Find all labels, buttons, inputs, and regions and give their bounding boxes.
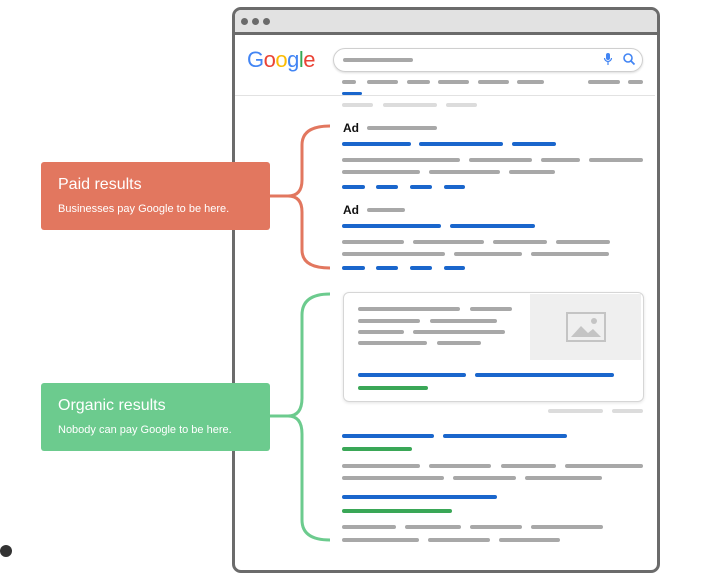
text-placeholder <box>493 240 547 244</box>
text-placeholder <box>438 80 469 84</box>
text-placeholder <box>612 409 643 413</box>
text-placeholder <box>367 126 437 130</box>
text-placeholder <box>342 170 420 174</box>
text-placeholder <box>478 80 509 84</box>
text-placeholder <box>358 341 427 345</box>
text-placeholder <box>430 319 497 323</box>
url-placeholder <box>358 386 428 390</box>
text-placeholder <box>367 208 405 212</box>
link-placeholder <box>342 224 441 228</box>
link-placeholder <box>443 434 567 438</box>
link-placeholder <box>342 185 365 189</box>
organic-bracket <box>270 292 331 542</box>
text-placeholder <box>342 538 419 542</box>
window-dot <box>252 18 259 25</box>
text-placeholder <box>383 103 437 107</box>
url-placeholder <box>342 447 412 451</box>
text-placeholder <box>429 464 491 468</box>
link-placeholder <box>342 92 362 95</box>
text-placeholder <box>509 170 555 174</box>
organic-results-callout: Organic results Nobody can pay Google to… <box>41 383 270 451</box>
search-input[interactable] <box>333 48 643 72</box>
text-placeholder <box>342 240 404 244</box>
text-placeholder <box>437 341 481 345</box>
text-placeholder <box>470 307 512 311</box>
text-placeholder <box>470 525 522 529</box>
text-placeholder <box>342 103 373 107</box>
link-placeholder <box>342 434 434 438</box>
callout-subtitle: Businesses pay Google to be here. <box>58 203 230 215</box>
link-placeholder <box>410 266 432 270</box>
link-placeholder <box>444 266 465 270</box>
search-icon[interactable] <box>622 52 636 66</box>
url-placeholder <box>342 509 452 513</box>
link-placeholder <box>419 142 503 146</box>
text-placeholder <box>499 538 560 542</box>
link-placeholder <box>512 142 556 146</box>
text-placeholder <box>342 464 420 468</box>
text-placeholder <box>429 170 500 174</box>
text-placeholder <box>628 80 643 84</box>
callout-title: Organic results <box>58 397 166 414</box>
text-placeholder <box>446 103 477 107</box>
link-placeholder <box>342 495 497 499</box>
text-placeholder <box>413 330 505 334</box>
text-placeholder <box>588 80 620 84</box>
text-placeholder <box>469 158 532 162</box>
text-placeholder <box>589 158 643 162</box>
link-placeholder <box>342 266 365 270</box>
text-placeholder <box>565 464 643 468</box>
link-placeholder <box>444 185 465 189</box>
link-placeholder <box>475 373 614 377</box>
text-placeholder <box>548 409 603 413</box>
text-placeholder <box>407 80 430 84</box>
image-icon <box>566 312 606 342</box>
link-placeholder <box>376 266 398 270</box>
link-placeholder <box>358 373 466 377</box>
ad-label: Ad <box>343 203 359 217</box>
text-placeholder <box>358 319 420 323</box>
window-dot <box>241 18 248 25</box>
image-placeholder <box>530 294 641 360</box>
browser-titlebar <box>235 10 657 35</box>
text-placeholder <box>343 58 413 62</box>
paid-bracket <box>270 124 331 270</box>
text-placeholder <box>342 252 445 256</box>
text-placeholder <box>405 525 461 529</box>
link-placeholder <box>342 142 411 146</box>
text-placeholder <box>454 252 522 256</box>
text-placeholder <box>358 307 460 311</box>
link-placeholder <box>410 185 432 189</box>
text-placeholder <box>342 80 356 84</box>
callout-subtitle: Nobody can pay Google to be here. <box>58 424 232 436</box>
text-placeholder <box>531 252 609 256</box>
featured-snippet-card <box>343 292 644 402</box>
text-placeholder <box>556 240 610 244</box>
text-placeholder <box>501 464 556 468</box>
text-placeholder <box>531 525 603 529</box>
callout-title: Paid results <box>58 176 142 193</box>
ad-label: Ad <box>343 121 359 135</box>
text-placeholder <box>517 80 544 84</box>
link-placeholder <box>450 224 535 228</box>
corner-dot <box>0 545 12 557</box>
text-placeholder <box>428 538 490 542</box>
text-placeholder <box>413 240 484 244</box>
window-dot <box>263 18 270 25</box>
link-placeholder <box>376 185 398 189</box>
microphone-icon[interactable] <box>603 52 613 66</box>
text-placeholder <box>541 158 580 162</box>
text-placeholder <box>367 80 398 84</box>
google-logo: Google <box>247 47 316 72</box>
text-placeholder <box>453 476 516 480</box>
text-placeholder <box>342 525 396 529</box>
brackets <box>270 124 331 542</box>
divider <box>235 95 655 96</box>
paid-results-callout: Paid results Businesses pay Google to be… <box>41 162 270 230</box>
text-placeholder <box>342 476 444 480</box>
text-placeholder <box>525 476 602 480</box>
text-placeholder <box>342 158 460 162</box>
text-placeholder <box>358 330 404 334</box>
